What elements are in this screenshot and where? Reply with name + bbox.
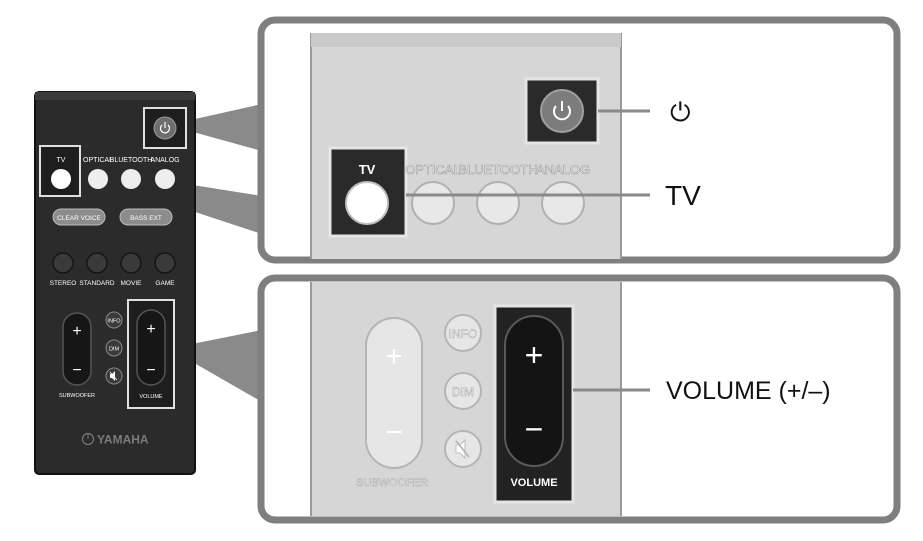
volume-connector [182,330,262,402]
zoom-dim-button [444,372,482,410]
zoom-volume-label: VOLUME [510,477,557,489]
zoom-bluetooth-label: BLUETOOTH [458,162,537,177]
zoom-power-icon [553,101,571,121]
remote-volume-plus: + [146,321,155,338]
remote-bluetooth-label: BLUETOOTH [110,157,153,164]
remote-dim-label: DIM [109,347,120,353]
bottom-zoom-callout: + − SUBWOOFER INFO DIM + − VOLUME VOLUME… [182,274,901,524]
power-callout-label: ⏻ [670,97,691,127]
zoom-info-button [444,314,482,352]
remote-subwoofer-plus: + [72,323,81,340]
tv-callout-label: TV [665,180,701,211]
yamaha-logo: YAMAHA [81,433,149,447]
remote-clear-voice-label: CLEAR VOICE [57,215,101,222]
remote-info-button [105,311,123,329]
remote-volume-label: VOLUME [139,394,163,400]
remote-dim-button [105,339,123,357]
remote-volume-rocker [136,309,166,386]
remote-subwoofer-rocker [62,312,92,386]
remote-bass-ext-button [119,208,173,226]
zoom-subwoofer-label: SUBWOOFER [356,477,428,489]
volume-callout-label: VOLUME (+/–) [666,377,831,405]
full-remote: TV OPTICAL BLUETOOTH ANALOG CLEAR VOICE … [34,91,196,475]
zoom-subwoofer-minus: − [385,416,403,449]
remote-analog-label: ANALOG [150,157,179,164]
zoom-subwoofer-plus: + [385,340,403,373]
zoom-subwoofer-rocker [365,317,423,469]
zoom-volume-plus: + [525,337,544,373]
remote-analog-button [155,169,175,189]
remote-game-label: GAME [155,280,175,287]
remote-subwoofer-minus: − [72,362,81,379]
remote-tv-label: TV [57,157,66,164]
zoom-tv-label: TV [359,162,376,177]
remote-movie-label: MOVIE [121,280,143,287]
remote-bluetooth-button [121,169,141,189]
remote-tv-button [51,169,71,189]
remote-optical-button [88,169,108,189]
remote-movie-button [120,252,142,274]
zoom-volume-minus: − [525,411,544,447]
remote-mute-icon [109,371,118,381]
zoom-dim-label: DIM [452,385,474,399]
remote-standard-button [86,252,108,274]
zoom-optical-button [411,181,455,225]
remote-volume-minus: − [146,362,155,379]
remote-subwoofer-label: SUBWOOFER [59,393,95,399]
remote-stereo-button [52,252,74,274]
zoom-analog-button [541,181,585,225]
remote-standard-label: STANDARD [79,280,115,287]
zoom-analog-label: ANALOG [536,162,590,177]
power-connector [186,104,262,151]
zoom-bluetooth-button [476,181,520,225]
remote-game-button [154,252,176,274]
zoom-mute-icon [455,439,470,459]
remote-optical-label: OPTICAL [83,157,113,164]
remote-clear-voice-button [52,208,106,226]
remote-power-icon [159,122,171,134]
yamaha-wordmark: YAMAHA [97,433,149,447]
zoom-volume-rocker [504,315,564,467]
remote-info-label: INFO [107,319,121,325]
remote-bass-ext-label: BASS EXT [130,215,162,222]
zoom-optical-label: OPTICAL [405,162,461,177]
zoom-tv-button [345,181,389,225]
zoom-info-label: INFO [449,327,478,341]
remote-stereo-label: STEREO [50,280,77,287]
top-zoom-callout: TV OPTICAL BLUETOOTH ANALOG ⏻ TV [98,16,901,264]
